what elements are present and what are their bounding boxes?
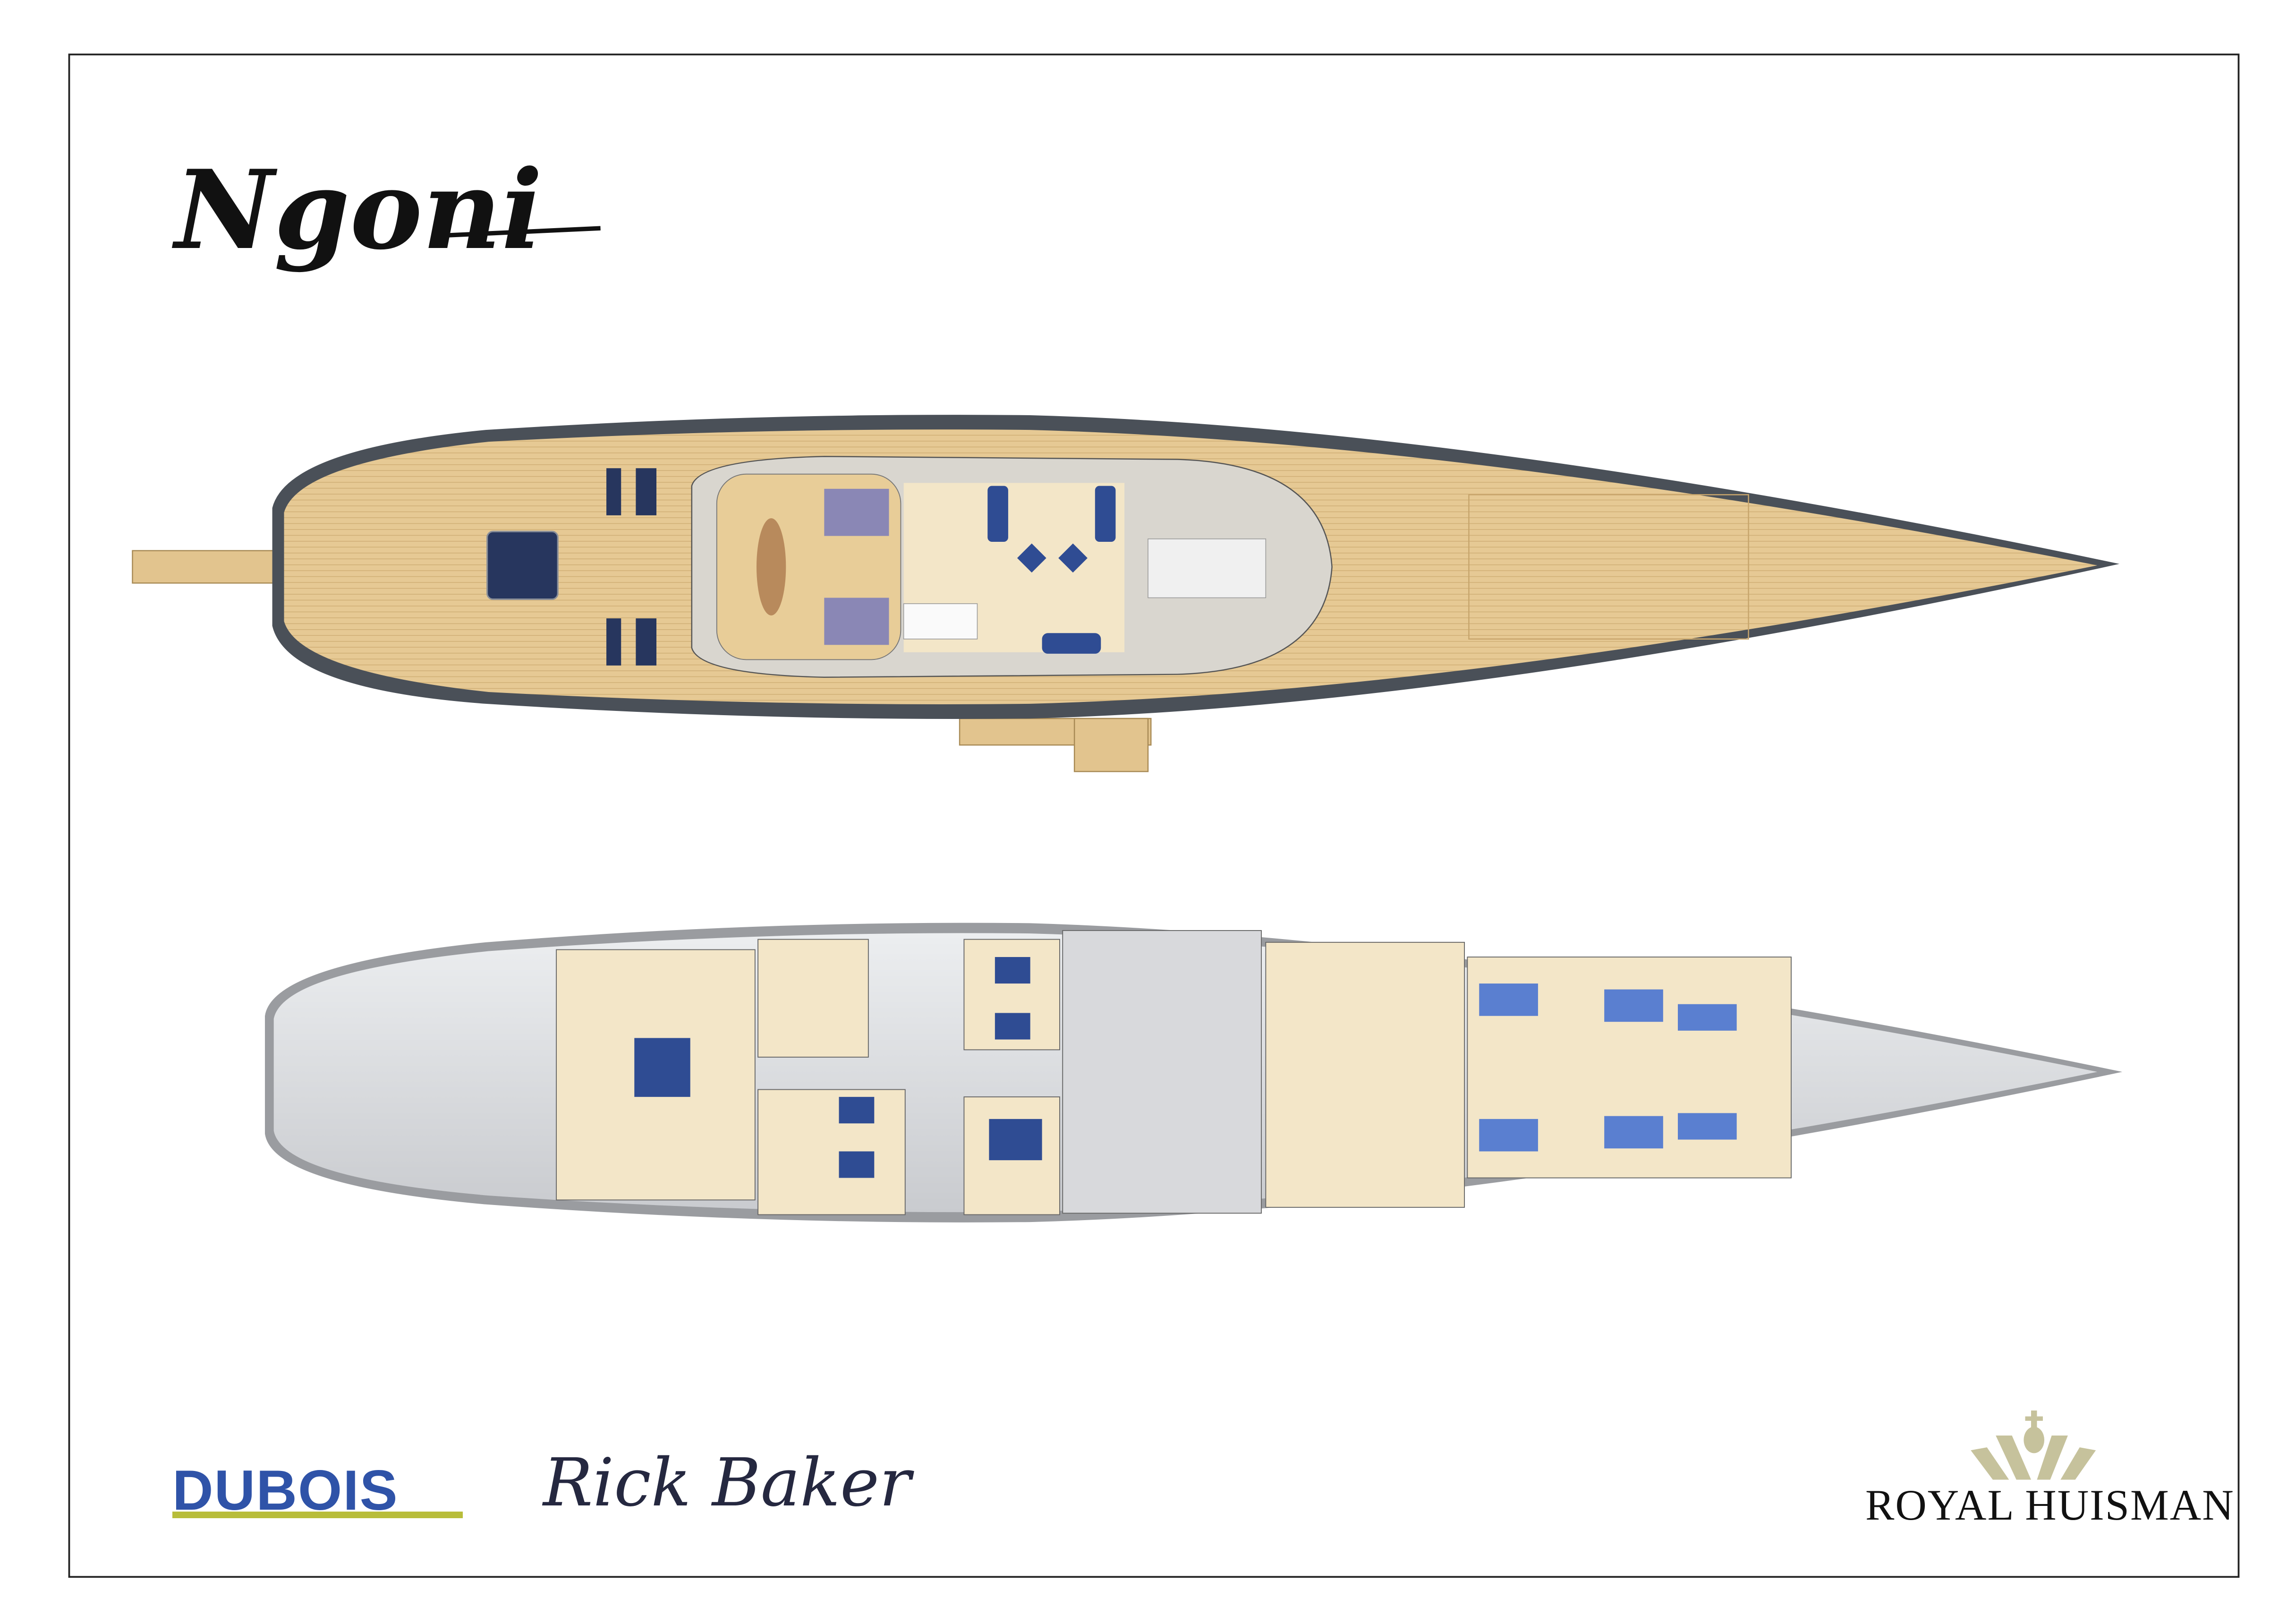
lower-deck-plan (265, 923, 2123, 1222)
royal-huisman-crown (1971, 1410, 2096, 1480)
crew-bunk (1678, 1004, 1737, 1031)
saloon-sofa-2 (1095, 486, 1116, 542)
royal-huisman-logo: ROYAL HUISMAN (1865, 1481, 2235, 1529)
sheet-border (68, 53, 2240, 1578)
yacht-name-logo: Ngoni (175, 146, 543, 274)
crew-bunk (1678, 1113, 1737, 1140)
rick-baker-logo: Rick Baker (543, 1445, 911, 1521)
saloon-chair-1 (1017, 543, 1046, 573)
passerelle (132, 550, 274, 584)
foredeck-hatch (1468, 494, 1749, 640)
tender-door (1073, 718, 1149, 772)
crew-bunk (1604, 989, 1663, 1022)
ngoni-underline (441, 226, 601, 238)
winch-starboard (636, 618, 657, 666)
helm-port (606, 468, 621, 515)
owner-bed (634, 1038, 690, 1097)
cockpit-sofa-port (824, 488, 889, 536)
skylight-hatch (486, 530, 559, 600)
pilothouse-console (1148, 538, 1267, 598)
saloon-sofa-1 (987, 486, 1008, 542)
dubois-logo: DUBOIS (172, 1459, 399, 1522)
crew-bunk (1604, 1116, 1663, 1149)
crew-bunk (1479, 983, 1538, 1016)
crew-area (1265, 941, 1465, 1208)
saloon-sofa-3 (1042, 633, 1101, 654)
winch-port (636, 468, 657, 515)
bunk (989, 1119, 1042, 1161)
crew-bunk (1479, 1119, 1538, 1152)
cockpit-table (756, 518, 786, 615)
galley-counter (903, 603, 978, 640)
bunk (995, 957, 1030, 984)
guest-cabin-4 (963, 1096, 1060, 1215)
bunk (995, 1013, 1030, 1040)
deck-plan (132, 415, 2120, 772)
dubois-logo-bar (172, 1512, 463, 1518)
bunk (839, 1097, 875, 1124)
helm-starboard (606, 618, 621, 666)
guest-cabin-1 (757, 939, 869, 1058)
bunk (839, 1151, 875, 1178)
guest-cabin-2 (757, 1089, 906, 1215)
engine-room (1062, 930, 1262, 1214)
cockpit-sofa-starboard (824, 598, 889, 645)
